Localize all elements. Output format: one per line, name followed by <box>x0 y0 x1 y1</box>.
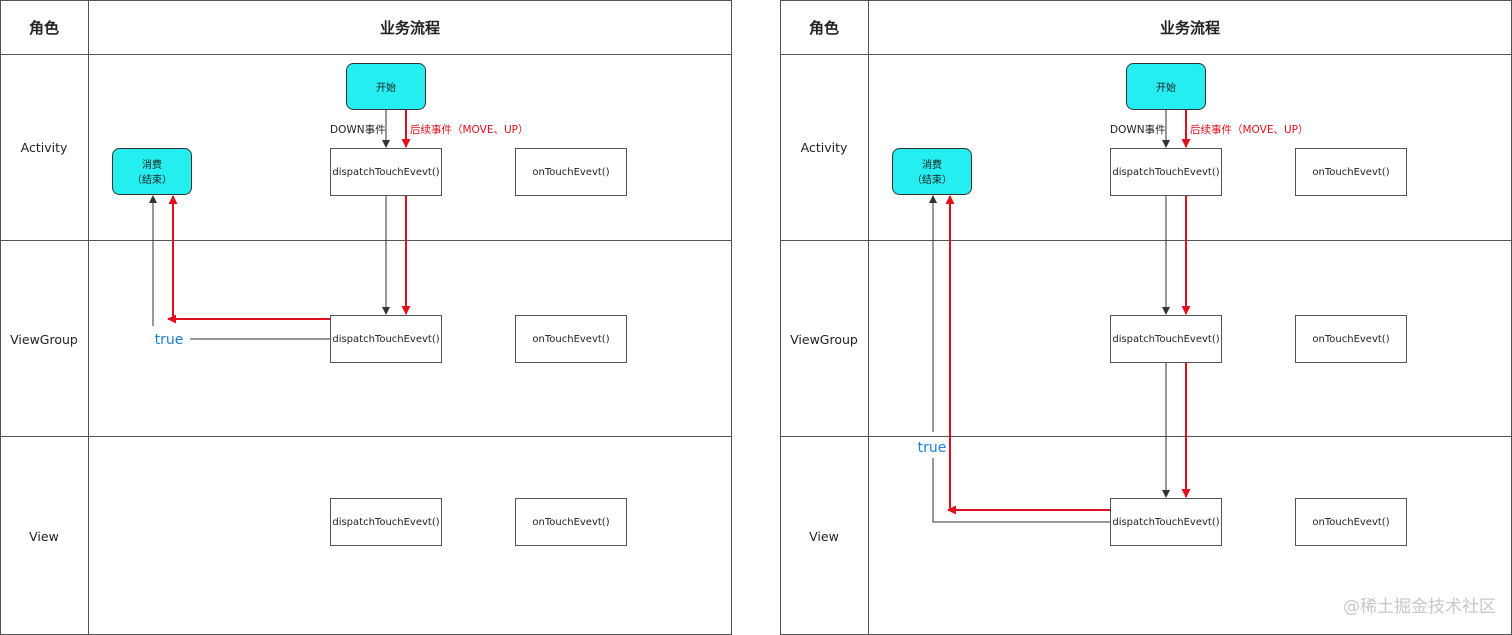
follow-event-label: 后续事件（MOVE、UP） <box>410 123 528 136</box>
start-box <box>346 63 426 110</box>
consume-label-line2: （结束） <box>912 173 952 186</box>
view-dispatch-box <box>330 498 442 546</box>
true-label: true <box>918 440 947 456</box>
consume-label-line1: 消费 <box>142 158 162 171</box>
left-diagram-panel: 角色 业务流程 Activity ViewGroup View 开始 消费 （结… <box>0 0 732 635</box>
start-label: 开始 <box>1156 81 1176 94</box>
activity-dispatch-label: dispatchTouchEvevt() <box>1112 167 1219 178</box>
role-activity: Activity <box>801 140 848 155</box>
activity-dispatch-box <box>330 148 442 196</box>
role-activity: Activity <box>21 140 68 155</box>
watermark: @稀土掘金技术社区 <box>1343 597 1496 617</box>
viewgroup-ontouch-label: onTouchEvevt() <box>1312 334 1389 345</box>
activity-dispatch-label: dispatchTouchEvevt() <box>332 167 439 178</box>
consume-label-line1: 消费 <box>922 158 942 171</box>
view-ontouch-box <box>1295 498 1407 546</box>
role-viewgroup: ViewGroup <box>10 332 78 347</box>
view-dispatch-label: dispatchTouchEvevt() <box>332 517 439 528</box>
start-label: 开始 <box>376 81 396 94</box>
viewgroup-dispatch-box <box>1110 315 1222 363</box>
flow-header: 业务流程 <box>1160 19 1220 37</box>
view-dispatch-box <box>1110 498 1222 546</box>
down-event-label: DOWN事件 <box>1110 123 1166 136</box>
view-ontouch-box <box>515 498 627 546</box>
start-box <box>1126 63 1206 110</box>
consume-box <box>892 148 972 195</box>
role-view: View <box>809 529 839 544</box>
activity-ontouch-box <box>1295 148 1407 196</box>
true-label: true <box>155 332 184 348</box>
view-dispatch-label: dispatchTouchEvevt() <box>1112 517 1219 528</box>
left-diagram-svg: 角色 业务流程 Activity ViewGroup View 开始 消费 （结… <box>0 0 732 635</box>
consume-label-line2: （结束） <box>132 173 172 186</box>
role-viewgroup: ViewGroup <box>790 332 858 347</box>
role-header: 角色 <box>29 19 59 37</box>
true-return-line <box>932 458 1110 523</box>
right-diagram-panel: 角色 业务流程 Activity ViewGroup View 开始 消费 （结… <box>780 0 1512 635</box>
view-ontouch-label: onTouchEvevt() <box>532 517 609 528</box>
role-view: View <box>29 529 59 544</box>
activity-dispatch-box <box>1110 148 1222 196</box>
viewgroup-ontouch-box <box>1295 315 1407 363</box>
right-diagram-svg: 角色 业务流程 Activity ViewGroup View 开始 消费 （结… <box>780 0 1512 635</box>
viewgroup-ontouch-label: onTouchEvevt() <box>532 334 609 345</box>
viewgroup-ontouch-box <box>515 315 627 363</box>
down-event-label: DOWN事件 <box>330 123 386 136</box>
activity-ontouch-label: onTouchEvevt() <box>1312 167 1389 178</box>
viewgroup-dispatch-label: dispatchTouchEvevt() <box>1112 334 1219 345</box>
viewgroup-dispatch-box <box>330 315 442 363</box>
viewgroup-dispatch-label: dispatchTouchEvevt() <box>332 334 439 345</box>
flow-header: 业务流程 <box>380 19 440 37</box>
activity-ontouch-label: onTouchEvevt() <box>532 167 609 178</box>
view-ontouch-label: onTouchEvevt() <box>1312 517 1389 528</box>
activity-ontouch-box <box>515 148 627 196</box>
consume-box <box>112 148 192 195</box>
follow-event-label: 后续事件（MOVE、UP） <box>1190 123 1308 136</box>
role-header: 角色 <box>809 19 839 37</box>
